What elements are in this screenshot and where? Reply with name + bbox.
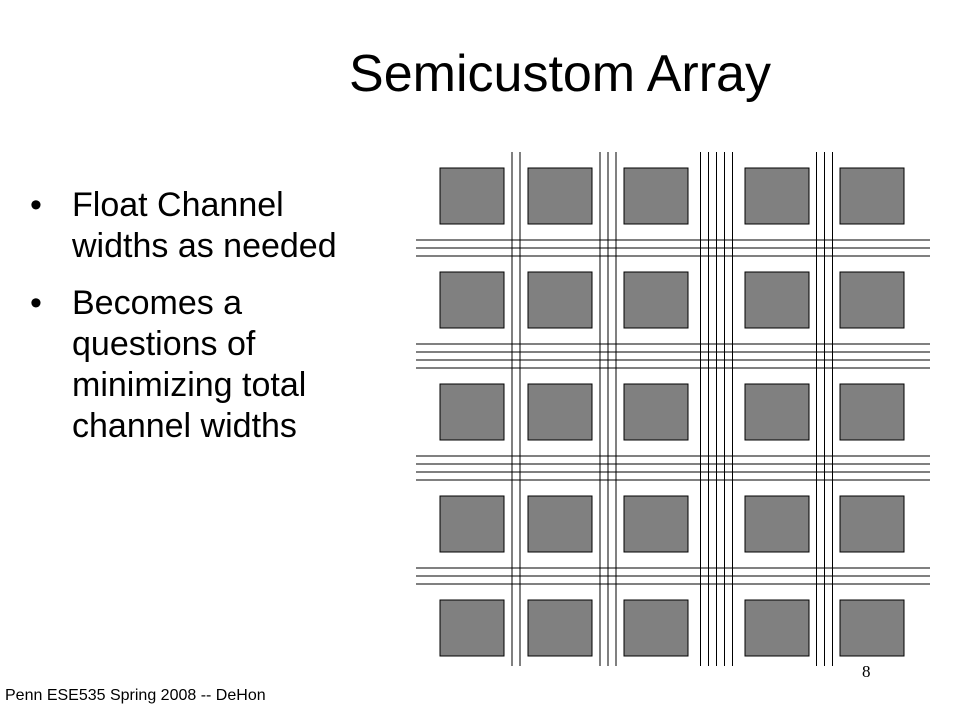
logic-cell	[623, 495, 689, 553]
logic-cell	[439, 495, 505, 553]
logic-cell	[623, 383, 689, 441]
logic-cell	[439, 383, 505, 441]
logic-cell	[744, 495, 810, 553]
logic-cell	[527, 599, 593, 657]
bullet-text: Float Channel widths as needed	[72, 186, 337, 265]
logic-cell	[439, 167, 505, 225]
bullet-list: • Float Channel widths as needed • Becom…	[30, 185, 370, 463]
bullet-dot-icon: •	[30, 284, 42, 322]
logic-cell	[744, 599, 810, 657]
logic-cell	[839, 167, 905, 225]
logic-cell	[527, 495, 593, 553]
logic-cell	[744, 271, 810, 329]
footer-text: Penn ESE535 Spring 2008 -- DeHon	[5, 687, 266, 704]
logic-cell	[527, 271, 593, 329]
logic-cell	[839, 271, 905, 329]
logic-cell	[839, 599, 905, 657]
logic-cell	[439, 599, 505, 657]
logic-cell	[744, 383, 810, 441]
logic-cell	[839, 495, 905, 553]
bullet-item: • Float Channel widths as needed	[30, 185, 370, 267]
vertical-routing-channels	[511, 152, 833, 666]
bullet-dot-icon: •	[30, 186, 42, 224]
logic-cell	[744, 167, 810, 225]
bullet-item: • Becomes a questions of minimizing tota…	[30, 283, 370, 447]
page-number: 8	[862, 662, 871, 681]
bullet-text: Becomes a questions of minimizing total …	[72, 284, 307, 445]
horizontal-routing-channels	[416, 239, 930, 585]
logic-cell	[623, 599, 689, 657]
logic-cell	[623, 271, 689, 329]
logic-cell	[439, 271, 505, 329]
logic-cell	[623, 167, 689, 225]
logic-cell	[839, 383, 905, 441]
logic-cell-grid	[439, 167, 905, 657]
logic-cell	[527, 383, 593, 441]
logic-cell	[527, 167, 593, 225]
slide-title: Semicustom Array	[349, 45, 771, 103]
